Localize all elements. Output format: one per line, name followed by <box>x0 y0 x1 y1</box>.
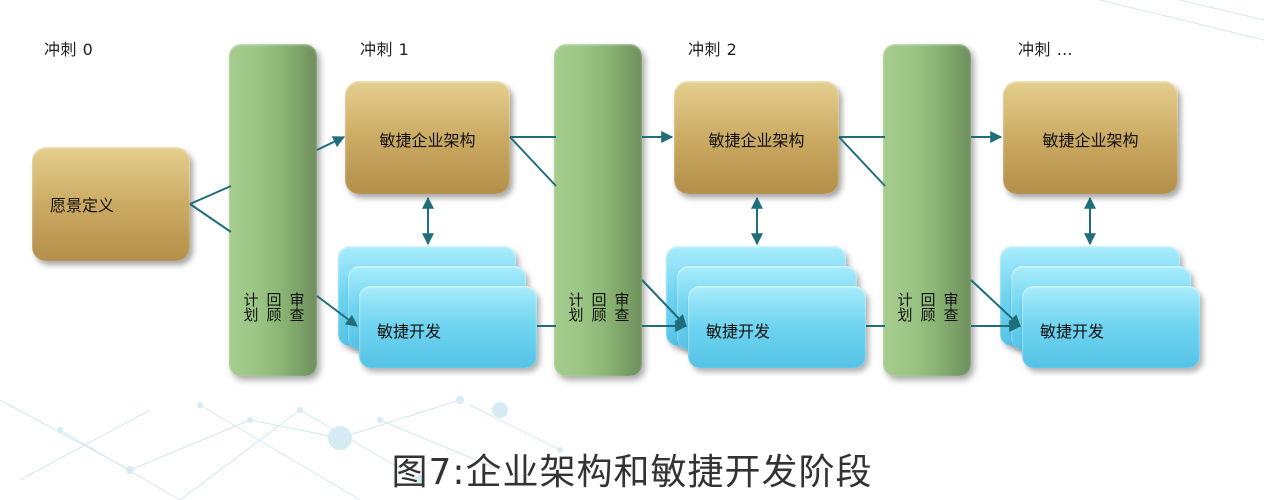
vision-definition-label: 愿景定义 <box>50 196 115 215</box>
agile-development-label: 敏捷开发 <box>1040 322 1105 341</box>
enterprise-architecture-box-1: 敏捷企业架构 <box>345 81 510 194</box>
dev-card-front <box>1022 286 1200 368</box>
review-pillar-2: 审查回顾计划 <box>554 44 642 376</box>
pillar-text-review: 审查 <box>941 292 960 322</box>
review-pillar-3: 审查回顾计划 <box>883 44 971 376</box>
pillar-text-plan: 计划 <box>241 292 260 322</box>
enterprise-architecture-box-3: 敏捷企业架构 <box>1003 81 1178 194</box>
sprint-label-2: 冲刺 2 <box>688 40 738 59</box>
figure-caption: 图7:企业架构和敏捷开发阶段 <box>391 452 873 493</box>
sprint-label-1: 冲刺 1 <box>360 40 410 59</box>
vision-definition-box: 愿景定义 <box>32 147 190 261</box>
sprint-label-n: 冲刺 … <box>1018 40 1074 59</box>
review-pillar-1: 审查回顾计划 <box>229 44 317 376</box>
pillar-text-retrospect: 回顾 <box>264 292 283 322</box>
pillar-text-retrospect: 回顾 <box>589 292 608 322</box>
dev-card-front <box>688 286 866 368</box>
enterprise-architecture-label: 敏捷企业架构 <box>379 131 476 150</box>
pillar-text-plan: 计划 <box>566 292 585 322</box>
enterprise-architecture-label: 敏捷企业架构 <box>708 131 805 150</box>
pillar-text-review: 审查 <box>287 292 306 322</box>
pillar-text-review: 审查 <box>612 292 631 322</box>
enterprise-architecture-box-2: 敏捷企业架构 <box>674 81 839 194</box>
pillar-text-plan: 计划 <box>895 292 914 322</box>
pillar-text-retrospect: 回顾 <box>918 292 937 322</box>
agile-development-label: 敏捷开发 <box>377 322 442 341</box>
sprint-label-0: 冲刺 0 <box>44 40 94 59</box>
dev-card-front <box>359 286 537 368</box>
agile-development-label: 敏捷开发 <box>706 322 771 341</box>
enterprise-architecture-label: 敏捷企业架构 <box>1042 131 1139 150</box>
